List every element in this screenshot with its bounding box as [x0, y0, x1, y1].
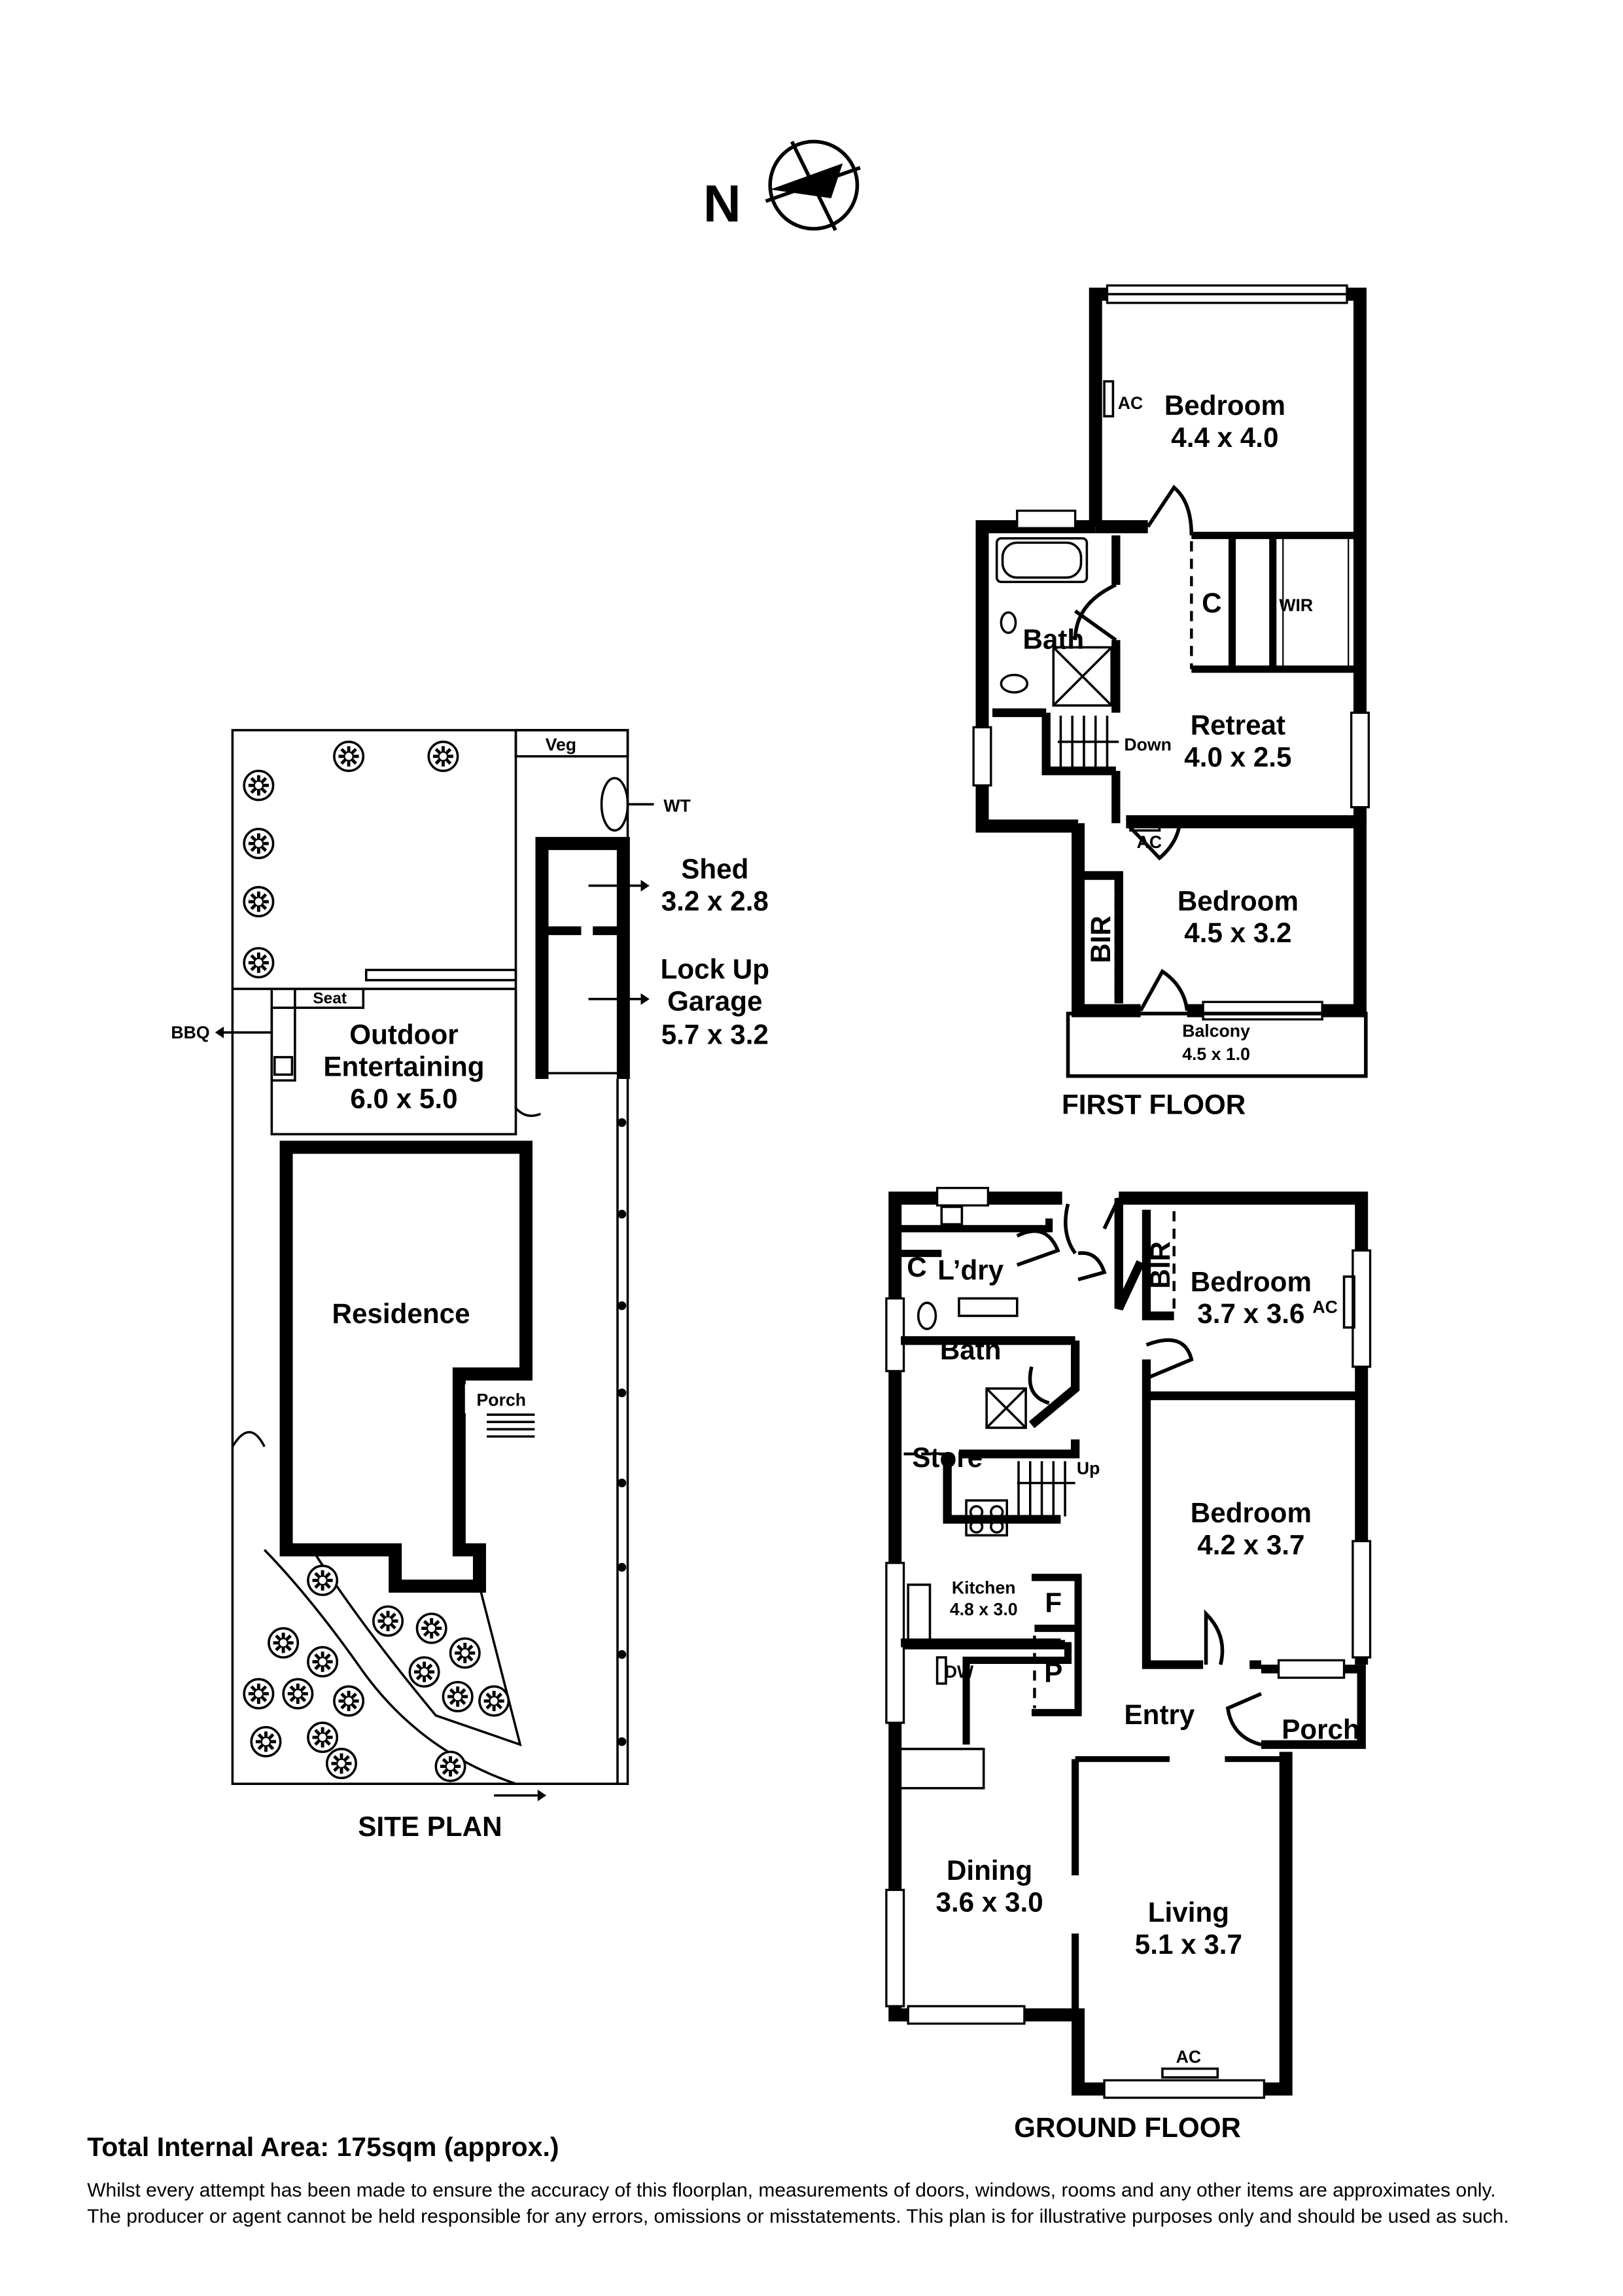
north-compass: N: [703, 139, 861, 233]
shower-icon: [1052, 646, 1113, 707]
cooktop-icon: [965, 1499, 1009, 1537]
first-floor: AC Bedroom 4.4 x 4.0 C WIR Bath Retreat …: [972, 284, 1370, 1120]
balcony-size: 4.5 x 1.0: [1182, 1044, 1250, 1064]
laundry-tub-icon: [940, 1205, 964, 1226]
garage-size: 5.7 x 3.2: [661, 1019, 769, 1050]
ac-unit: [1129, 822, 1161, 832]
shower-icon: [985, 1387, 1027, 1429]
bedroom2-name: Bedroom: [1191, 1497, 1312, 1528]
total-area: Total Internal Area: 175sqm (approx.): [87, 2132, 559, 2162]
disclaimer-line-2: The producer or agent cannot be held res…: [87, 2206, 1509, 2227]
compass-icon: [765, 139, 861, 232]
bedroom2-size: 4.5 x 3.2: [1184, 917, 1291, 948]
shed-size: 3.2 x 2.8: [661, 885, 769, 916]
wt-label: WT: [663, 796, 690, 815]
toilet-icon: [1000, 673, 1029, 694]
site-plan-title: SITE PLAN: [358, 1811, 502, 1842]
bedroom2-name: Bedroom: [1178, 885, 1299, 916]
dishwasher: [935, 1656, 947, 1685]
dining-size: 3.6 x 3.0: [935, 1887, 1043, 1918]
ac-label: AC: [1312, 1298, 1337, 1317]
living-name: Living: [1148, 1897, 1229, 1928]
garage-name2: Garage: [667, 986, 762, 1017]
bedroom1-name: Bedroom: [1191, 1266, 1312, 1297]
kitchen-size: 4.8 x 3.0: [950, 1600, 1018, 1619]
porch-label: Porch: [1282, 1714, 1360, 1744]
bbq-icon: [273, 1055, 294, 1076]
bath-label: Bath: [940, 1335, 1002, 1366]
residence-walls: [279, 1140, 533, 1593]
ac-unit: [1103, 380, 1115, 417]
bedroom1-name: Bedroom: [1164, 390, 1285, 421]
ac-unit: [1161, 2067, 1219, 2079]
entry-label: Entry: [1125, 1699, 1195, 1730]
c-label: C: [1202, 588, 1221, 618]
balcony-name: Balcony: [1182, 1021, 1250, 1041]
garage-name1: Lock Up: [661, 954, 769, 985]
water-tank-icon: [600, 777, 629, 832]
retreat-name: Retreat: [1191, 710, 1285, 741]
bbq-label: BBQ: [171, 1023, 209, 1042]
bedroom1-size: 4.4 x 4.0: [1171, 422, 1278, 453]
bedroom2-size: 4.2 x 3.7: [1197, 1529, 1304, 1560]
outdoor-size: 6.0 x 5.0: [350, 1083, 457, 1114]
living-ac-label: AC: [1176, 2047, 1201, 2067]
north-label: N: [703, 175, 741, 233]
dw-label: DW: [945, 1662, 974, 1682]
bir-label: BIR: [1145, 1241, 1176, 1289]
kitchen-name: Kitchen: [952, 1578, 1016, 1597]
toilet-icon: [916, 1301, 937, 1330]
bir-label: BIR: [1085, 915, 1116, 963]
laundry-label: L’dry: [937, 1255, 1003, 1286]
living-size: 5.1 x 3.7: [1135, 1929, 1242, 1960]
ac2-label: AC: [1137, 832, 1162, 852]
c-label: C: [907, 1252, 926, 1282]
retreat-size: 4.0 x 2.5: [1184, 741, 1291, 772]
porch-label: Porch: [477, 1390, 527, 1410]
store-label: Store: [912, 1442, 983, 1473]
outdoor-name2: Entertaining: [323, 1051, 484, 1082]
veg-label: Veg: [546, 735, 576, 754]
wir-label: WIR: [1279, 595, 1313, 615]
dining-name: Dining: [947, 1855, 1032, 1886]
garage-walls: [535, 837, 630, 1079]
balcony: [1066, 1012, 1368, 1078]
fridge-label: F: [1045, 1587, 1062, 1618]
site-plan: Veg WT Seat BBQ Outdoor Entertaining 6.0…: [171, 729, 769, 1842]
disclaimer-line-1: Whilst every attempt has been made to en…: [87, 2180, 1495, 2201]
shed-name: Shed: [681, 853, 748, 884]
seat: [294, 987, 365, 1009]
ground-floor-title: GROUND FLOOR: [1014, 2112, 1241, 2143]
bath-label: Bath: [1022, 624, 1084, 655]
bedroom1-size: 3.7 x 3.6: [1197, 1298, 1304, 1329]
basin-icon: [1000, 611, 1017, 634]
ground-floor: C L’dry Bath Store Up BIR Bedroom 3.7 x …: [885, 1186, 1372, 2143]
down-label: Down: [1124, 735, 1172, 754]
seat-label: Seat: [313, 989, 347, 1007]
ac-label: AC: [1118, 393, 1143, 413]
pantry-label: P: [1044, 1657, 1062, 1688]
bathtub-icon: [995, 537, 1089, 584]
outdoor-name1: Outdoor: [349, 1019, 458, 1050]
basin-icon: [958, 1297, 1019, 1317]
up-label: Up: [1077, 1458, 1100, 1478]
first-floor-title: FIRST FLOOR: [1062, 1089, 1246, 1120]
footer: Total Internal Area: 175sqm (approx.) Wh…: [87, 2132, 1509, 2227]
residence-label: Residence: [332, 1298, 470, 1329]
kitchen-sink-icon: [907, 1583, 932, 1644]
ac-unit: [1342, 1275, 1355, 1329]
